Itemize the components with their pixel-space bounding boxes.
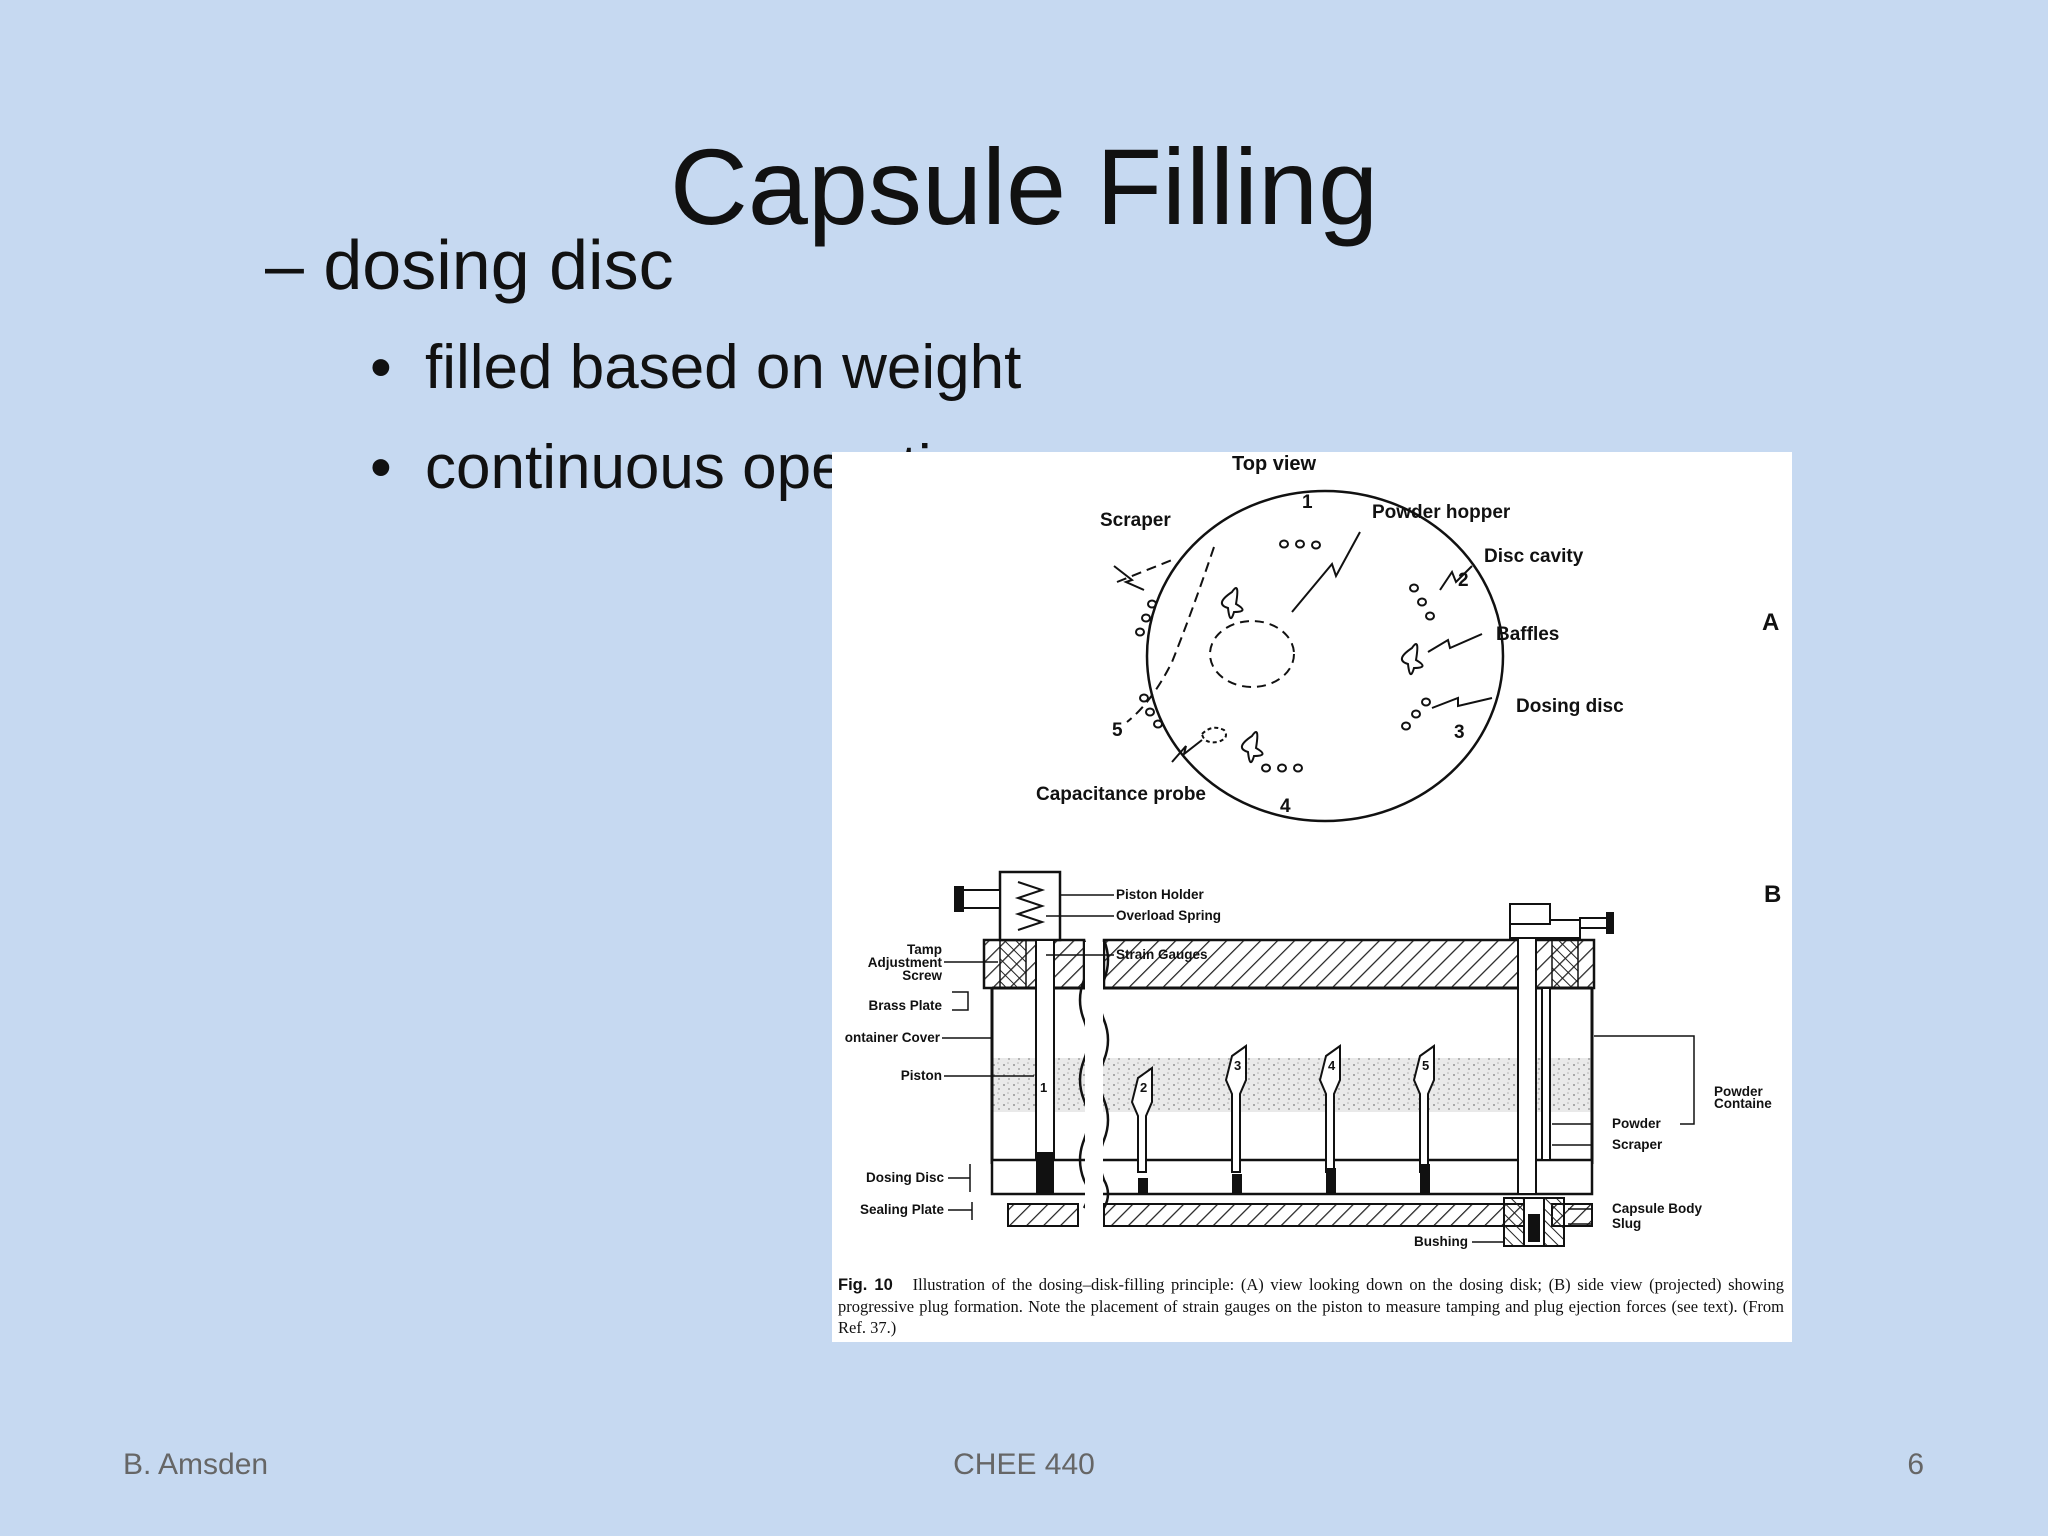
baffles: [1221, 587, 1424, 763]
dosing-disc-figure: Top view A: [832, 452, 1792, 1342]
leader-lines: [1113, 531, 1493, 763]
label-piston-holder: Piston Holder: [1116, 887, 1205, 902]
label-tamp-1: Tamp: [907, 942, 942, 957]
bullet-filled-by-weight: • filled based on weight: [370, 332, 1021, 403]
caption-text: Illustration of the dosing–disk-filling …: [838, 1275, 1785, 1337]
footer-course: CHEE 440: [953, 1448, 1095, 1481]
dosing-disc-outline: [1145, 489, 1505, 823]
piston-1: [1035, 939, 1055, 1161]
bullet-dosing-disc: – dosing disc: [265, 226, 674, 304]
station-3: 3: [1454, 722, 1465, 743]
brass-plate-right: [1102, 938, 1596, 990]
station-5: 5: [1112, 720, 1123, 741]
label-tamp-3: Screw: [902, 968, 942, 983]
label-brass-plate: Brass Plate: [868, 998, 942, 1013]
top-view-labels: Scraper Powder hopper Disc cavity Baffle…: [1036, 502, 1624, 805]
piston-number-3: 3: [1234, 1058, 1241, 1073]
label-capsule-body: Capsule Body: [1612, 1201, 1703, 1216]
label-strain-gauges: Strain Gauges: [1116, 947, 1208, 962]
label-piston: Piston: [901, 1068, 942, 1083]
label-bushing: Bushing: [1414, 1234, 1468, 1249]
powder-scraper: [1541, 987, 1551, 1161]
label-overload-spring: Overload Spring: [1116, 908, 1221, 923]
piston-number-1: 1: [1040, 1080, 1047, 1095]
piston-number-4: 4: [1328, 1058, 1336, 1073]
label-scraper: Scraper: [1100, 510, 1171, 531]
capacitance-probe-shape: [1201, 726, 1227, 744]
label-baffles: Baffles: [1496, 624, 1559, 645]
piston-number-2: 2: [1140, 1080, 1147, 1095]
panel-a-label: A: [1762, 609, 1779, 636]
bullet-text: filled based on weight: [425, 333, 1022, 402]
side-leader-lines: [942, 894, 1695, 1243]
overload-spring: [1014, 881, 1046, 931]
station-2: 2: [1458, 570, 1469, 591]
label-powder-scraper-1: Powder: [1612, 1116, 1662, 1131]
hopper-outline: [1209, 620, 1295, 688]
label-tamp-2: Adjustment: [868, 955, 943, 970]
piston-holder: [998, 870, 1062, 942]
piston-numbers: 2 3 4 5: [1140, 1058, 1429, 1095]
label-slug: Slug: [1612, 1216, 1641, 1231]
label-powder-scraper-2: Scraper: [1612, 1137, 1663, 1152]
footer-author: B. Amsden: [123, 1448, 269, 1481]
panel-b-label: B: [1764, 881, 1781, 908]
label-capacitance-probe: Capacitance probe: [1036, 784, 1206, 805]
sealing-plate: [1103, 1203, 1525, 1227]
station-4: 4: [1280, 796, 1291, 817]
side-view-labels: Piston Holder Overload Spring Strain Gau…: [845, 887, 1773, 1249]
scraper-outline: [1126, 546, 1215, 723]
pistons: [1130, 1044, 1435, 1173]
piston-3: [1224, 1044, 1247, 1173]
figure-drawing: Top view A: [845, 453, 1782, 1249]
slug: [1528, 1214, 1540, 1242]
label-disc-cavity: Disc cavity: [1484, 546, 1584, 567]
label-powder-hopper: Powder hopper: [1372, 502, 1511, 523]
disc-cavities: [1135, 539, 1435, 773]
caption-label: Fig. 10: [838, 1276, 893, 1294]
label-dosing-disc: Dosing disc: [1516, 696, 1624, 717]
label-sealing-plate: Sealing Plate: [860, 1202, 945, 1217]
station-1: 1: [1302, 492, 1313, 513]
brass-plate-left: [982, 938, 1086, 990]
label-powder-container-1: Powder: [1714, 1084, 1764, 1099]
top-view-label: Top view: [1232, 453, 1317, 475]
label-container-cover: ontainer Cover: [845, 1030, 941, 1045]
footer-page-number: 6: [1907, 1448, 1924, 1481]
piston-2: [1130, 1066, 1153, 1173]
slide-title: Capsule Filling: [669, 126, 1379, 247]
station-numbers: 1 2 3 4 5: [1112, 492, 1469, 817]
figure-caption: Fig. 10 Illustration of the dosing–disk-…: [838, 1274, 1784, 1338]
bullet-dot: •: [370, 333, 392, 402]
label-powder-container-2: Containe: [1714, 1096, 1772, 1111]
bushing: [1503, 1197, 1525, 1247]
piston-number-5: 5: [1422, 1058, 1429, 1073]
bullet-dot: •: [370, 433, 392, 502]
label-dosing-disc-side: Dosing Disc: [866, 1170, 945, 1185]
ejection-piston: [1517, 937, 1537, 1195]
